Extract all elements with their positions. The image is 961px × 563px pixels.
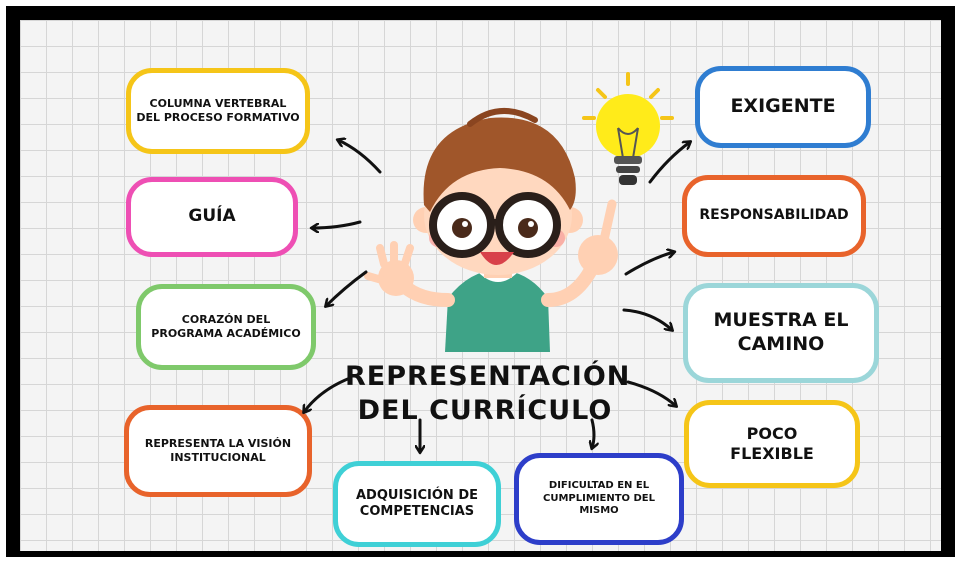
node-adquisicion-line2: COMPETENCIAS bbox=[359, 504, 475, 519]
node-corazon-line2: PROGRAMA ACADÉMICO bbox=[151, 327, 301, 340]
arrow-to-guia bbox=[312, 220, 362, 228]
arrow-to-columna bbox=[338, 140, 382, 174]
center-title-line1: REPRESENTACIÓN bbox=[345, 361, 631, 392]
connector-arrows bbox=[304, 140, 690, 452]
node-dificultad-line3: MISMO bbox=[579, 505, 619, 517]
glasses-icon bbox=[429, 192, 561, 258]
node-exigente-label: EXIGENTE bbox=[730, 95, 836, 118]
node-adquisicion-line1: ADQUISICIÓN DE bbox=[355, 487, 478, 503]
node-corazon-line1: CORAZÓN DEL bbox=[181, 313, 271, 327]
arrow-to-responsabilidad bbox=[624, 252, 674, 276]
arrow-to-corazon bbox=[326, 270, 368, 306]
node-muestra: MUESTRA EL CAMINO bbox=[683, 283, 879, 383]
boy-illustration bbox=[364, 107, 618, 352]
arrow-to-dificultad bbox=[592, 418, 594, 448]
node-dificultad: DIFICULTAD EN EL CUMPLIMIENTO DEL MISMO bbox=[514, 453, 684, 545]
node-dificultad-line2: CUMPLIMIENTO DEL bbox=[542, 492, 655, 504]
node-adquisicion: ADQUISICIÓN DE COMPETENCIAS bbox=[333, 461, 501, 547]
node-dificultad-line1: DIFICULTAD EN EL bbox=[548, 480, 650, 492]
node-vision-line1: REPRESENTA LA VISIÓN bbox=[144, 437, 292, 451]
arrow-to-exigente bbox=[648, 142, 690, 184]
node-columna-line2: DEL PROCESO FORMATIVO bbox=[136, 111, 300, 124]
node-poco-line1: POCO bbox=[746, 424, 798, 443]
node-vision-line2: INSTITUCIONAL bbox=[170, 451, 266, 464]
node-columna-line1: COLUMNA VERTEBRAL bbox=[149, 97, 287, 111]
node-poco-flexible: POCO FLEXIBLE bbox=[684, 400, 860, 488]
node-responsabilidad-label: RESPONSABILIDAD bbox=[699, 207, 849, 224]
arrow-to-vision bbox=[304, 376, 352, 412]
node-muestra-line1: MUESTRA EL bbox=[713, 309, 849, 332]
node-poco-line2: FLEXIBLE bbox=[730, 444, 814, 463]
node-columna-vertebral: COLUMNA VERTEBRAL DEL PROCESO FORMATIVO bbox=[126, 68, 310, 154]
node-muestra-line2: CAMINO bbox=[737, 333, 825, 355]
node-guia: GUÍA bbox=[126, 177, 298, 257]
arrow-to-poco bbox=[626, 380, 676, 406]
node-responsabilidad: RESPONSABILIDAD bbox=[682, 175, 866, 257]
node-corazon: CORAZÓN DEL PROGRAMA ACADÉMICO bbox=[136, 284, 316, 370]
arrow-to-muestra bbox=[622, 308, 672, 330]
center-title: REPRESENTACIÓN DEL CURRÍCULO bbox=[345, 360, 631, 428]
light-bulb-icon bbox=[582, 72, 674, 185]
node-vision: REPRESENTA LA VISIÓN INSTITUCIONAL bbox=[124, 405, 312, 497]
center-title-line2: DEL CURRÍCULO bbox=[357, 394, 613, 426]
node-exigente: EXIGENTE bbox=[695, 66, 871, 148]
node-guia-label: GUÍA bbox=[188, 206, 236, 227]
